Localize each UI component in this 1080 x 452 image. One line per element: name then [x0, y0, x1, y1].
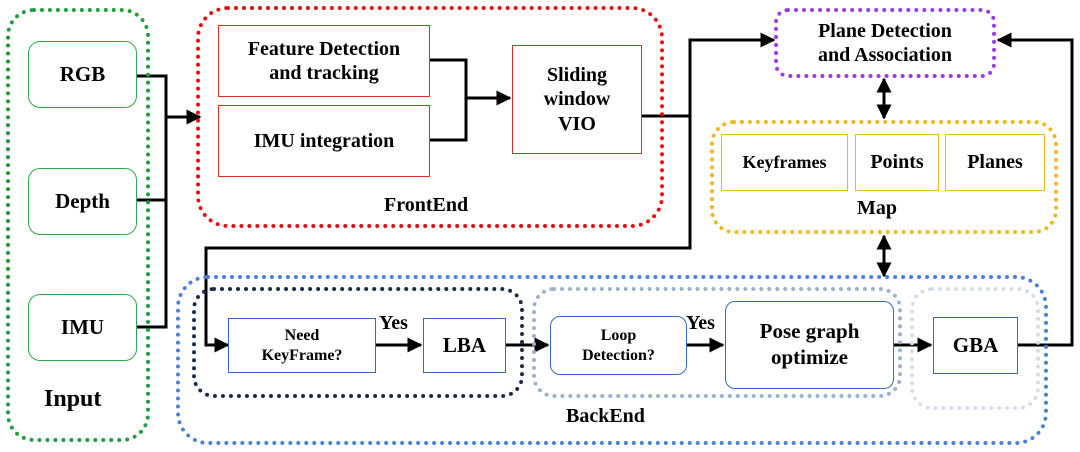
- plane-label-line2: and Association: [818, 44, 952, 66]
- points-node: Points: [855, 134, 939, 191]
- feature-wire: [430, 58, 468, 142]
- feature-label-line1: Feature Detection: [247, 37, 401, 60]
- vio-to-backend-wire: [204, 116, 692, 353]
- imu-node: IMU: [28, 294, 137, 361]
- vio-label-line3: VIO: [558, 112, 596, 135]
- vio-label-line1: Sliding: [546, 63, 608, 86]
- vio-to-plane-arrow: [642, 32, 776, 118]
- lba-subgroup: [192, 287, 524, 398]
- pose-graph-node: Pose graph optimize: [725, 301, 894, 389]
- yes-label-2: Yes: [686, 312, 715, 334]
- feature-detection-node: Feature Detection and tracking: [218, 25, 430, 97]
- depth-label: Depth: [55, 188, 110, 213]
- vio-label-line2: window: [543, 88, 611, 111]
- loop-subgroup: [532, 287, 902, 398]
- frontend-title: FrontEnd: [384, 194, 469, 216]
- feature-label-line2: and tracking: [269, 62, 379, 84]
- loop-label-line2: Detection?: [582, 346, 655, 364]
- need-keyframe-line1: Need: [284, 326, 320, 344]
- loop-label-line1: Loop: [600, 326, 637, 344]
- imu-label: IMU: [60, 314, 105, 339]
- pose-label-line1: Pose graph: [759, 319, 860, 344]
- map-title: Map: [857, 197, 897, 219]
- rgb-node: RGB: [28, 41, 137, 108]
- imu-integration-node: IMU integration: [218, 105, 430, 177]
- points-label: Points: [870, 151, 924, 174]
- sliding-window-vio-node: Sliding window VIO: [512, 45, 642, 154]
- input-title: Input: [44, 386, 102, 412]
- planes-node: Planes: [945, 134, 1045, 191]
- keyframes-node: Keyframes: [721, 134, 848, 191]
- planes-label: Planes: [967, 151, 1023, 174]
- yes-label-1: Yes: [379, 312, 408, 334]
- pose-label-line2: optimize: [771, 345, 848, 369]
- imu-integration-label: IMU integration: [253, 129, 395, 152]
- plane-detection-node: Plane Detection and Association: [780, 14, 990, 72]
- need-keyframe-line2: KeyFrame?: [261, 346, 343, 364]
- plane-detection-group: [774, 8, 996, 78]
- frontend-group: [196, 6, 664, 228]
- plane-label-line1: Plane Detection: [818, 19, 952, 42]
- gba-subgroup: [910, 287, 1040, 410]
- gba-node: GBA: [933, 317, 1018, 374]
- loop-detection-node: Loop Detection?: [550, 316, 687, 375]
- rgb-label: RGB: [59, 61, 106, 86]
- backend-group: [176, 275, 1048, 445]
- lba-label: LBA: [442, 332, 487, 357]
- need-keyframe-node: Need KeyFrame?: [228, 318, 376, 373]
- gba-label: GBA: [952, 332, 999, 357]
- map-group: [710, 120, 1058, 234]
- lba-node: LBA: [423, 318, 506, 373]
- depth-node: Depth: [28, 168, 137, 235]
- keyframes-label: Keyframes: [742, 151, 827, 172]
- backend-title: BackEnd: [566, 405, 645, 427]
- input-group: [6, 8, 150, 442]
